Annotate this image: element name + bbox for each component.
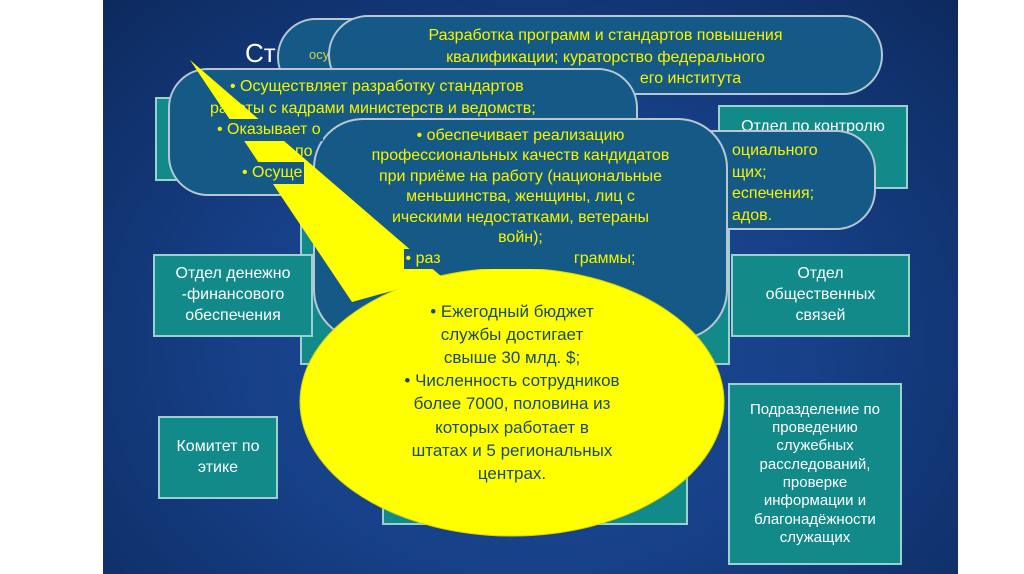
text-line: • обеспечивает реализацию (416, 127, 625, 144)
text-line: работы с кадрами министерств и ведомств; (210, 99, 536, 117)
text-line: -финансового (181, 286, 285, 304)
text-line: • Ежегодный бюджет (430, 302, 594, 321)
text-line: • Оказывает о (215, 119, 323, 141)
box-public-relations: Отдел общественных связей (731, 254, 910, 337)
text-line: служебных (776, 437, 854, 455)
text-line: • раз граммы; (403, 248, 638, 270)
text-line: профессиональных качеств кандидатов (371, 147, 670, 165)
text-line: информации и (763, 492, 867, 510)
text-line: адов. (732, 206, 773, 224)
text-line: оциального (732, 142, 818, 159)
text-line: штатах и 5 региональных (411, 440, 613, 460)
budget-text: • Ежегодный бюджет службы достигает свыше … (330, 300, 694, 485)
slide-title: Ст (245, 38, 276, 68)
text-line: центрах. (477, 463, 547, 483)
text-line: его института (639, 70, 742, 88)
text-line: проведению (772, 419, 858, 437)
text-line: более 7000, половина из (413, 394, 611, 414)
text-line: общественных (765, 286, 876, 304)
text-line: расследований, (759, 455, 871, 473)
text-line: Отдел денежно (175, 265, 291, 283)
text-line: Комитет по (176, 437, 260, 455)
text-line: квалификации; кураторство федерального (446, 48, 765, 66)
text-line: щих; (732, 163, 767, 181)
text-line: осу (309, 47, 330, 62)
box-finance: Отдел денежно -финансового обеспечения (153, 254, 313, 337)
text-line: • Осуще (240, 162, 305, 184)
text-line: • Осуществляет разработку стандартов (230, 78, 524, 95)
text-line: Разработка программ и стандартов повышен… (428, 27, 783, 44)
text-line: служащих (779, 528, 851, 546)
text-line: которых работает в (435, 417, 589, 437)
text-line: еспечения; (732, 185, 815, 203)
text-line: обеспечения (185, 306, 281, 324)
text-line: меньшинства, женщины, лиц с (406, 188, 635, 206)
text-line: войн); (498, 229, 543, 247)
text-line: проверке (782, 474, 848, 491)
text-line: Подразделение по (750, 400, 880, 418)
text-line: ическими недостатками, ветераны (391, 208, 650, 226)
text-line: при приёме на работу (национальные (378, 167, 663, 185)
text-line: Отдел (797, 265, 844, 283)
text-line: связей (795, 306, 846, 324)
text-line: свыше 30 млд. $; (443, 348, 581, 368)
text-line: этике (197, 458, 239, 476)
box-ethics: Комитет по этике (158, 416, 278, 499)
text-line: благонадёжности (754, 510, 876, 528)
text-line: • Численность сотрудников (404, 371, 620, 391)
text-line: службы достигает (440, 325, 584, 345)
